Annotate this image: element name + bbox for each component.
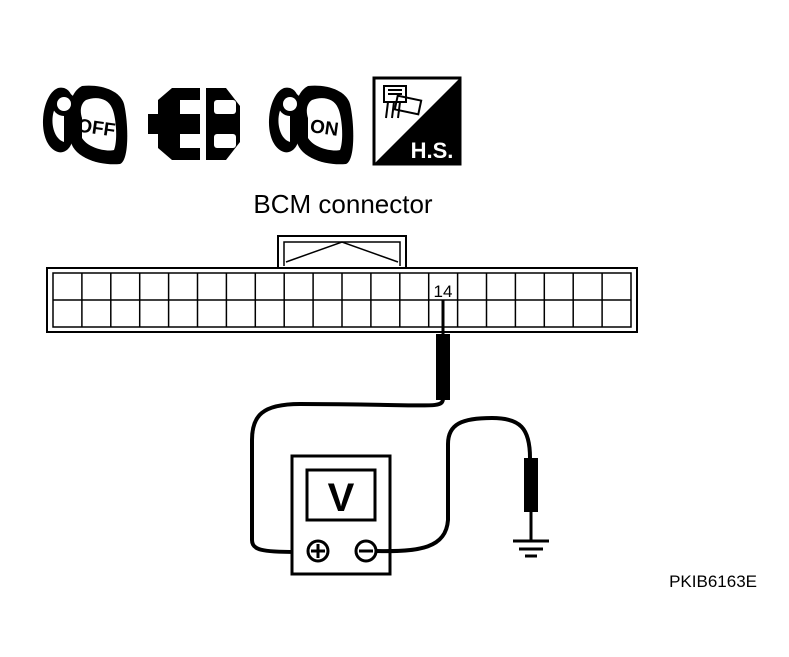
figure-code: PKIB6163E <box>669 572 757 591</box>
voltmeter-unit: V <box>328 476 355 520</box>
key-off-label: OFF <box>76 115 117 141</box>
voltmeter: V <box>290 454 392 576</box>
positive-terminal <box>306 539 330 563</box>
negative-probe <box>375 415 538 554</box>
voltmeter-display <box>305 468 377 522</box>
key-on-label: ON <box>309 116 340 141</box>
harness-side-icon: H.S. <box>372 76 462 166</box>
connector-cell-grid <box>53 273 631 327</box>
pin-number-label: 14 <box>434 282 453 301</box>
harness-connector-icon <box>383 85 423 119</box>
negative-terminal <box>354 539 378 563</box>
harness-side-label: H.S. <box>411 138 454 163</box>
ignition-on-key-icon: ON <box>268 85 354 165</box>
positive-probe <box>250 300 450 554</box>
ground-icon <box>513 539 549 558</box>
ignition-off-key-icon: OFF <box>42 85 128 165</box>
connector-disconnected-icon <box>148 88 240 160</box>
connector-lock-tab <box>277 235 407 268</box>
connector-title: BCM connector <box>253 189 433 219</box>
bcm-connector <box>46 235 638 333</box>
